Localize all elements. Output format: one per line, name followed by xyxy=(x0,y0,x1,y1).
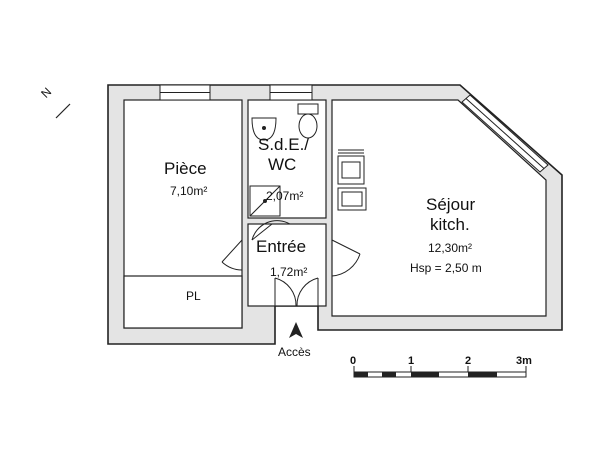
kitchen-sink-icon xyxy=(337,149,365,185)
piece-area: 7,10m² xyxy=(170,184,207,198)
sde-name-line1: S.d.E./ xyxy=(258,135,309,154)
shower-icon xyxy=(249,185,281,217)
window-piece xyxy=(159,84,211,101)
compass: N xyxy=(38,85,72,119)
pl-name: PL xyxy=(186,289,201,303)
access-label: Accès xyxy=(278,345,311,359)
access-arrow-icon xyxy=(289,322,303,338)
scale-tick-3: 3m xyxy=(516,355,532,367)
sde-area: 2,07m² xyxy=(266,189,303,203)
compass-label: N xyxy=(38,85,54,101)
room-sejour xyxy=(331,99,547,317)
scale-bar: 0 1 2 3m xyxy=(350,355,532,378)
scale-tick-0: 0 xyxy=(350,355,356,367)
room-entree xyxy=(247,223,327,307)
entree-name: Entrée xyxy=(256,237,306,256)
sejour-name-line2: kitch. xyxy=(430,215,470,234)
piece-name: Pièce xyxy=(164,159,207,178)
sejour-area: 12,30m² xyxy=(428,241,472,255)
sink-icon xyxy=(251,117,277,141)
door-piece xyxy=(221,239,243,271)
window-sejour xyxy=(461,94,549,173)
access-marker: Accès xyxy=(278,322,311,359)
sejour-name-line1: Séjour xyxy=(426,195,475,214)
sde-name-line2: WC xyxy=(268,155,296,174)
door-entrance xyxy=(274,277,319,307)
scale-tick-1: 1 xyxy=(408,355,414,367)
scale-tick-2: 2 xyxy=(465,355,471,367)
door-sejour xyxy=(331,239,361,277)
window-sde xyxy=(269,84,313,101)
sejour-height: Hsp = 2,50 m xyxy=(410,261,482,275)
room-pl xyxy=(123,275,243,329)
hob-icon xyxy=(337,187,367,211)
toilet-icon xyxy=(297,103,319,139)
door-sde xyxy=(251,220,291,241)
entree-area: 1,72m² xyxy=(270,265,307,279)
